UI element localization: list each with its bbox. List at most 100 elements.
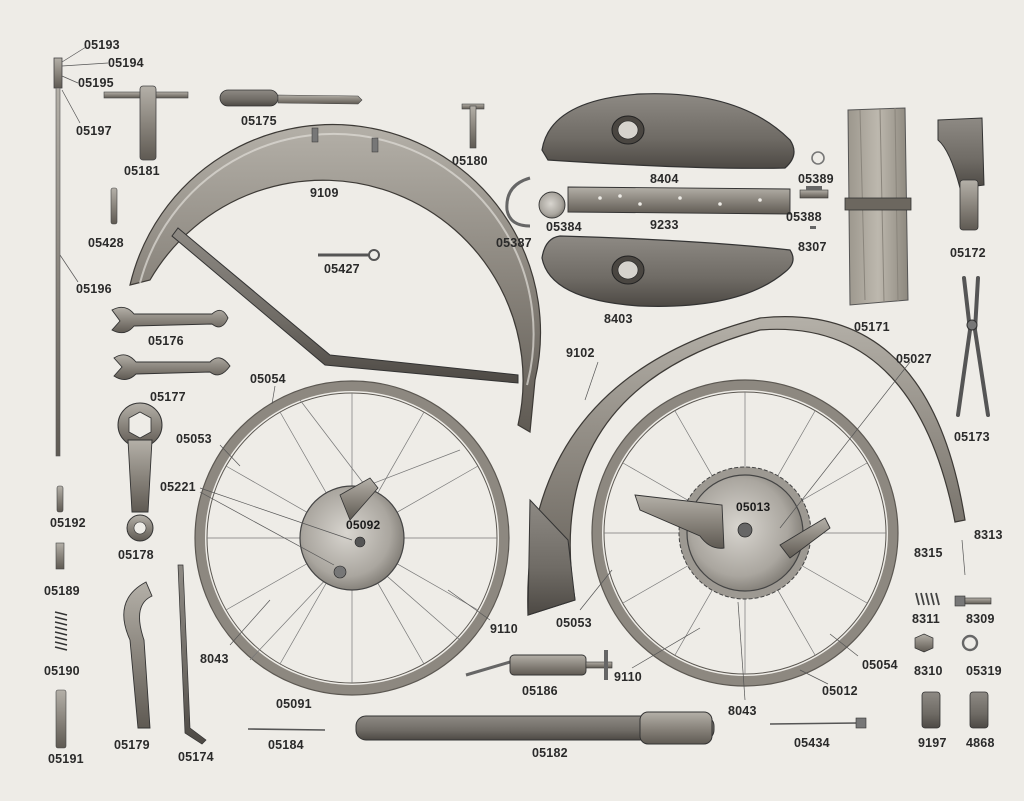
part-05192 — [56, 485, 64, 513]
rod-05196 — [53, 57, 63, 457]
t-wrench-05181 — [103, 85, 189, 161]
label-05428: 05428 — [88, 236, 124, 250]
plug-tool-05172 — [937, 117, 985, 231]
screwdriver-05175 — [219, 89, 363, 107]
pin-05184 — [247, 728, 326, 731]
label-8311: 8311 — [912, 612, 940, 626]
tire-lever-05174 — [177, 564, 207, 745]
label-05195: 05195 — [78, 76, 114, 90]
label-9110-rear: 9110 — [614, 670, 642, 684]
leader-lines-rod — [59, 46, 109, 283]
label-05387: 05387 — [496, 236, 532, 250]
label-9109: 9109 — [310, 186, 339, 200]
spring-8311 — [915, 592, 940, 606]
label-05197: 05197 — [76, 124, 112, 138]
label-05092: 05092 — [346, 518, 381, 532]
label-05178: 05178 — [118, 548, 154, 562]
part-05191 — [55, 689, 67, 749]
label-05388: 05388 — [786, 210, 822, 224]
label-8404: 8404 — [650, 172, 679, 186]
label-05192: 05192 — [50, 516, 86, 530]
label-4868: 4868 — [966, 736, 995, 750]
bolt-8309 — [954, 595, 992, 607]
label-05194: 05194 — [108, 56, 144, 70]
rear-wheel — [591, 379, 899, 687]
label-8315: 8315 — [914, 546, 943, 560]
label-05196: 05196 — [76, 282, 112, 296]
rear-fender-9102 — [527, 316, 966, 616]
label-05182: 05182 — [532, 746, 568, 760]
label-9110-front: 9110 — [490, 622, 518, 636]
label-05389: 05389 — [798, 172, 834, 186]
tank-half-8404 — [541, 93, 795, 169]
label-8310: 8310 — [914, 664, 943, 678]
label-05054-rear: 05054 — [862, 658, 898, 672]
label-05221: 05221 — [160, 480, 196, 494]
cable-05434 — [769, 717, 867, 729]
label-05193: 05193 — [84, 38, 120, 52]
bracket-05387 — [505, 176, 531, 228]
label-05191: 05191 — [48, 752, 84, 766]
label-8043-front: 8043 — [200, 652, 229, 666]
label-8307: 8307 — [798, 240, 827, 254]
label-05434: 05434 — [794, 736, 830, 750]
clip-05388 — [799, 186, 829, 199]
label-05177: 05177 — [150, 390, 186, 404]
tank-half-8403 — [541, 235, 794, 307]
clamp-9197 — [921, 691, 941, 729]
grease-gun-05186 — [465, 650, 613, 680]
label-05427: 05427 — [324, 262, 360, 276]
label-05173: 05173 — [954, 430, 990, 444]
label-8309: 8309 — [966, 612, 995, 626]
label-8043-rear: 8043 — [728, 704, 757, 718]
label-05181: 05181 — [124, 164, 160, 178]
part-05428 — [110, 187, 118, 225]
washer-05319 — [961, 634, 979, 652]
mounting-strap-9233 — [567, 186, 791, 215]
label-05053-rear: 05053 — [556, 616, 592, 630]
label-9233: 9233 — [650, 218, 679, 232]
nut-8310 — [914, 633, 934, 653]
leader-lines-front-wheel — [199, 385, 491, 646]
label-05091: 05091 — [276, 697, 312, 711]
label-05054-front: 05054 — [250, 372, 286, 386]
box-spanner-05178 — [117, 402, 163, 542]
label-05175: 05175 — [241, 114, 277, 128]
front-fender-9109 — [129, 123, 542, 433]
label-05384: 05384 — [546, 220, 582, 234]
screw-8307 — [810, 226, 816, 229]
spanner-05177 — [113, 354, 231, 380]
clamp-4868 — [969, 691, 989, 729]
label-05190: 05190 — [44, 664, 80, 678]
label-05319: 05319 — [966, 664, 1002, 678]
label-8403: 8403 — [604, 312, 633, 326]
pliers-05173 — [956, 276, 990, 417]
leader-lines-rear — [579, 361, 966, 701]
label-05176: 05176 — [148, 334, 184, 348]
label-05053-front: 05053 — [176, 432, 212, 446]
label-9197: 9197 — [918, 736, 947, 750]
spanner-05176 — [111, 306, 229, 334]
label-05027: 05027 — [896, 352, 932, 366]
label-05012: 05012 — [822, 684, 858, 698]
tool-roll-05171 — [844, 107, 912, 306]
pump-05182 — [355, 711, 715, 745]
label-9102: 9102 — [566, 346, 595, 360]
front-wheel — [194, 380, 510, 696]
label-05189: 05189 — [44, 584, 80, 598]
wrench-05427 — [318, 249, 380, 261]
part-05189 — [55, 542, 65, 570]
spring-05190 — [54, 611, 68, 651]
label-05180: 05180 — [452, 154, 488, 168]
label-8313: 8313 — [974, 528, 1003, 542]
hook-spanner-05179 — [123, 581, 153, 729]
cap-05384 — [538, 191, 566, 219]
washer-05389 — [811, 151, 825, 165]
label-05186: 05186 — [522, 684, 558, 698]
label-05013: 05013 — [736, 500, 771, 514]
label-05184: 05184 — [268, 738, 304, 752]
label-05179: 05179 — [114, 738, 150, 752]
label-05172: 05172 — [950, 246, 986, 260]
label-05174: 05174 — [178, 750, 214, 764]
